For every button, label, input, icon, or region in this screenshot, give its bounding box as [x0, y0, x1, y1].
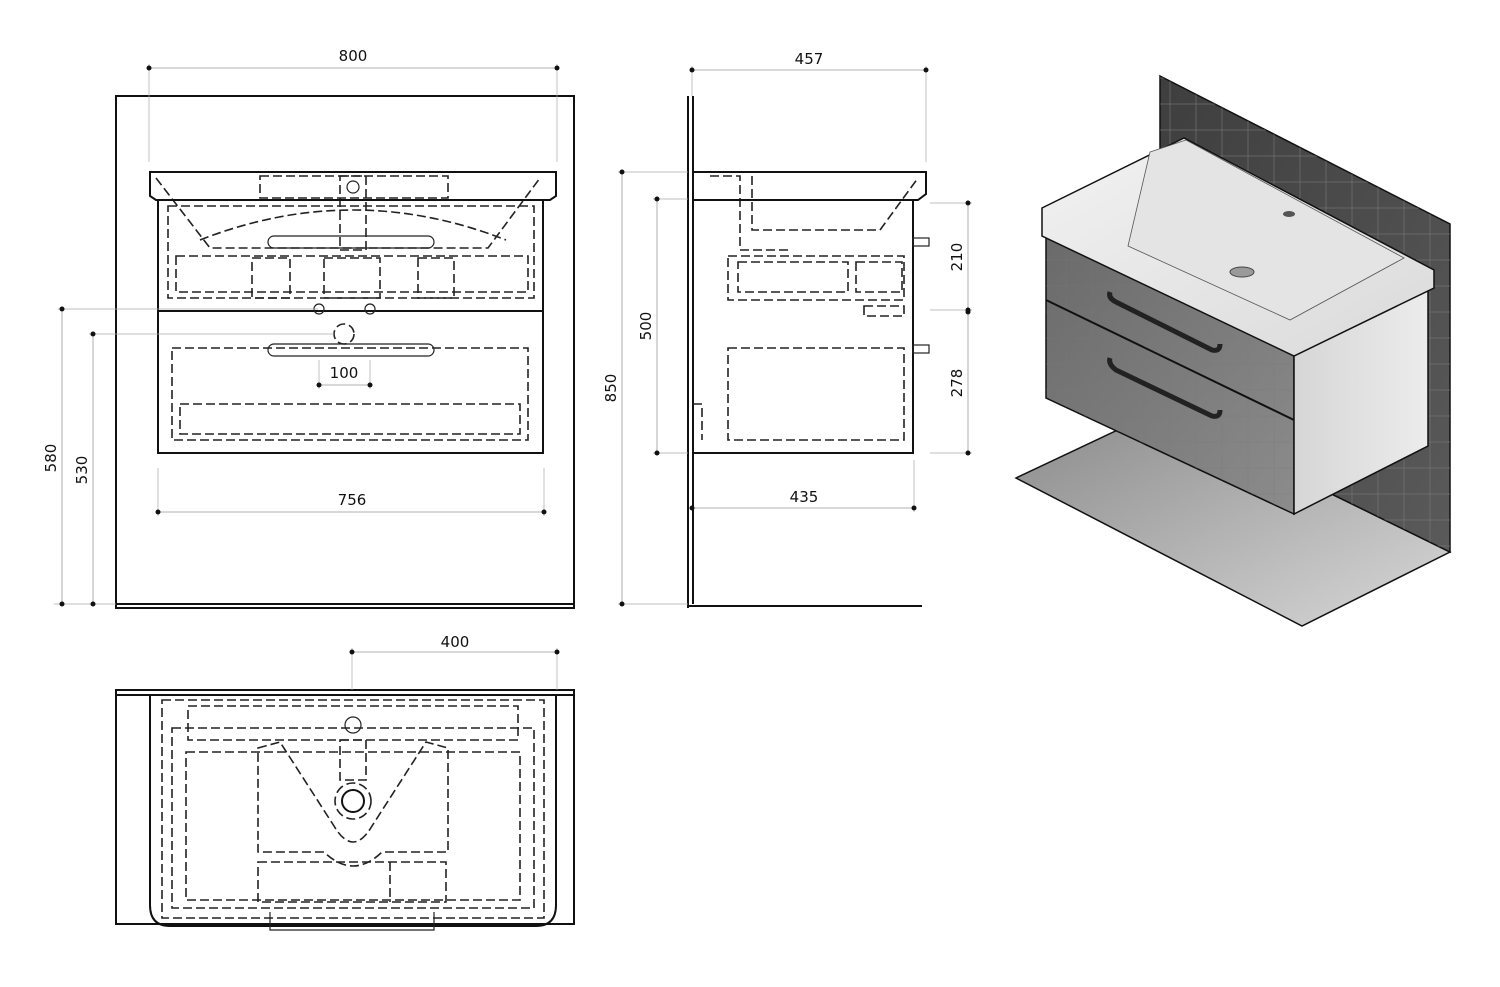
front-view — [115, 95, 575, 609]
dim-front-width: 800 — [339, 47, 368, 65]
side-dimensions: 457 850 500 210 278 435 — [602, 50, 972, 607]
render-bottom-handle — [1107, 357, 1223, 419]
dim-handle-spacing: 100 — [330, 364, 359, 382]
side-view — [687, 96, 930, 608]
top-wall-outline — [115, 689, 575, 925]
front-bottom-handle — [267, 343, 435, 357]
dim-side-depth: 457 — [795, 50, 824, 68]
dim-front-height-530: 530 — [73, 456, 91, 485]
dim-cabinet-width: 756 — [338, 491, 367, 509]
dim-bottom-drawer-height: 278 — [948, 369, 966, 398]
top-dimensions: 400 — [349, 633, 560, 690]
front-basin-top — [149, 171, 557, 201]
render-3d — [1014, 74, 1452, 627]
render-top-handle — [1107, 291, 1223, 353]
top-handle — [269, 912, 435, 931]
front-cabinet — [157, 199, 544, 454]
dim-side-total-height: 850 — [602, 374, 620, 403]
dim-side-cabinet-height: 500 — [637, 312, 655, 341]
front-dimensions: 800 580 530 100 756 — [42, 47, 560, 607]
side-cabinet — [692, 199, 914, 454]
dim-front-height-580: 580 — [42, 444, 60, 473]
top-view — [115, 689, 575, 931]
dim-top-drawer-height: 210 — [948, 243, 966, 272]
dim-cabinet-depth: 435 — [790, 488, 819, 506]
top-basin-outline — [149, 695, 557, 927]
front-wall-outline — [115, 95, 575, 609]
front-top-handle — [267, 235, 435, 249]
dim-top-offset: 400 — [441, 633, 470, 651]
